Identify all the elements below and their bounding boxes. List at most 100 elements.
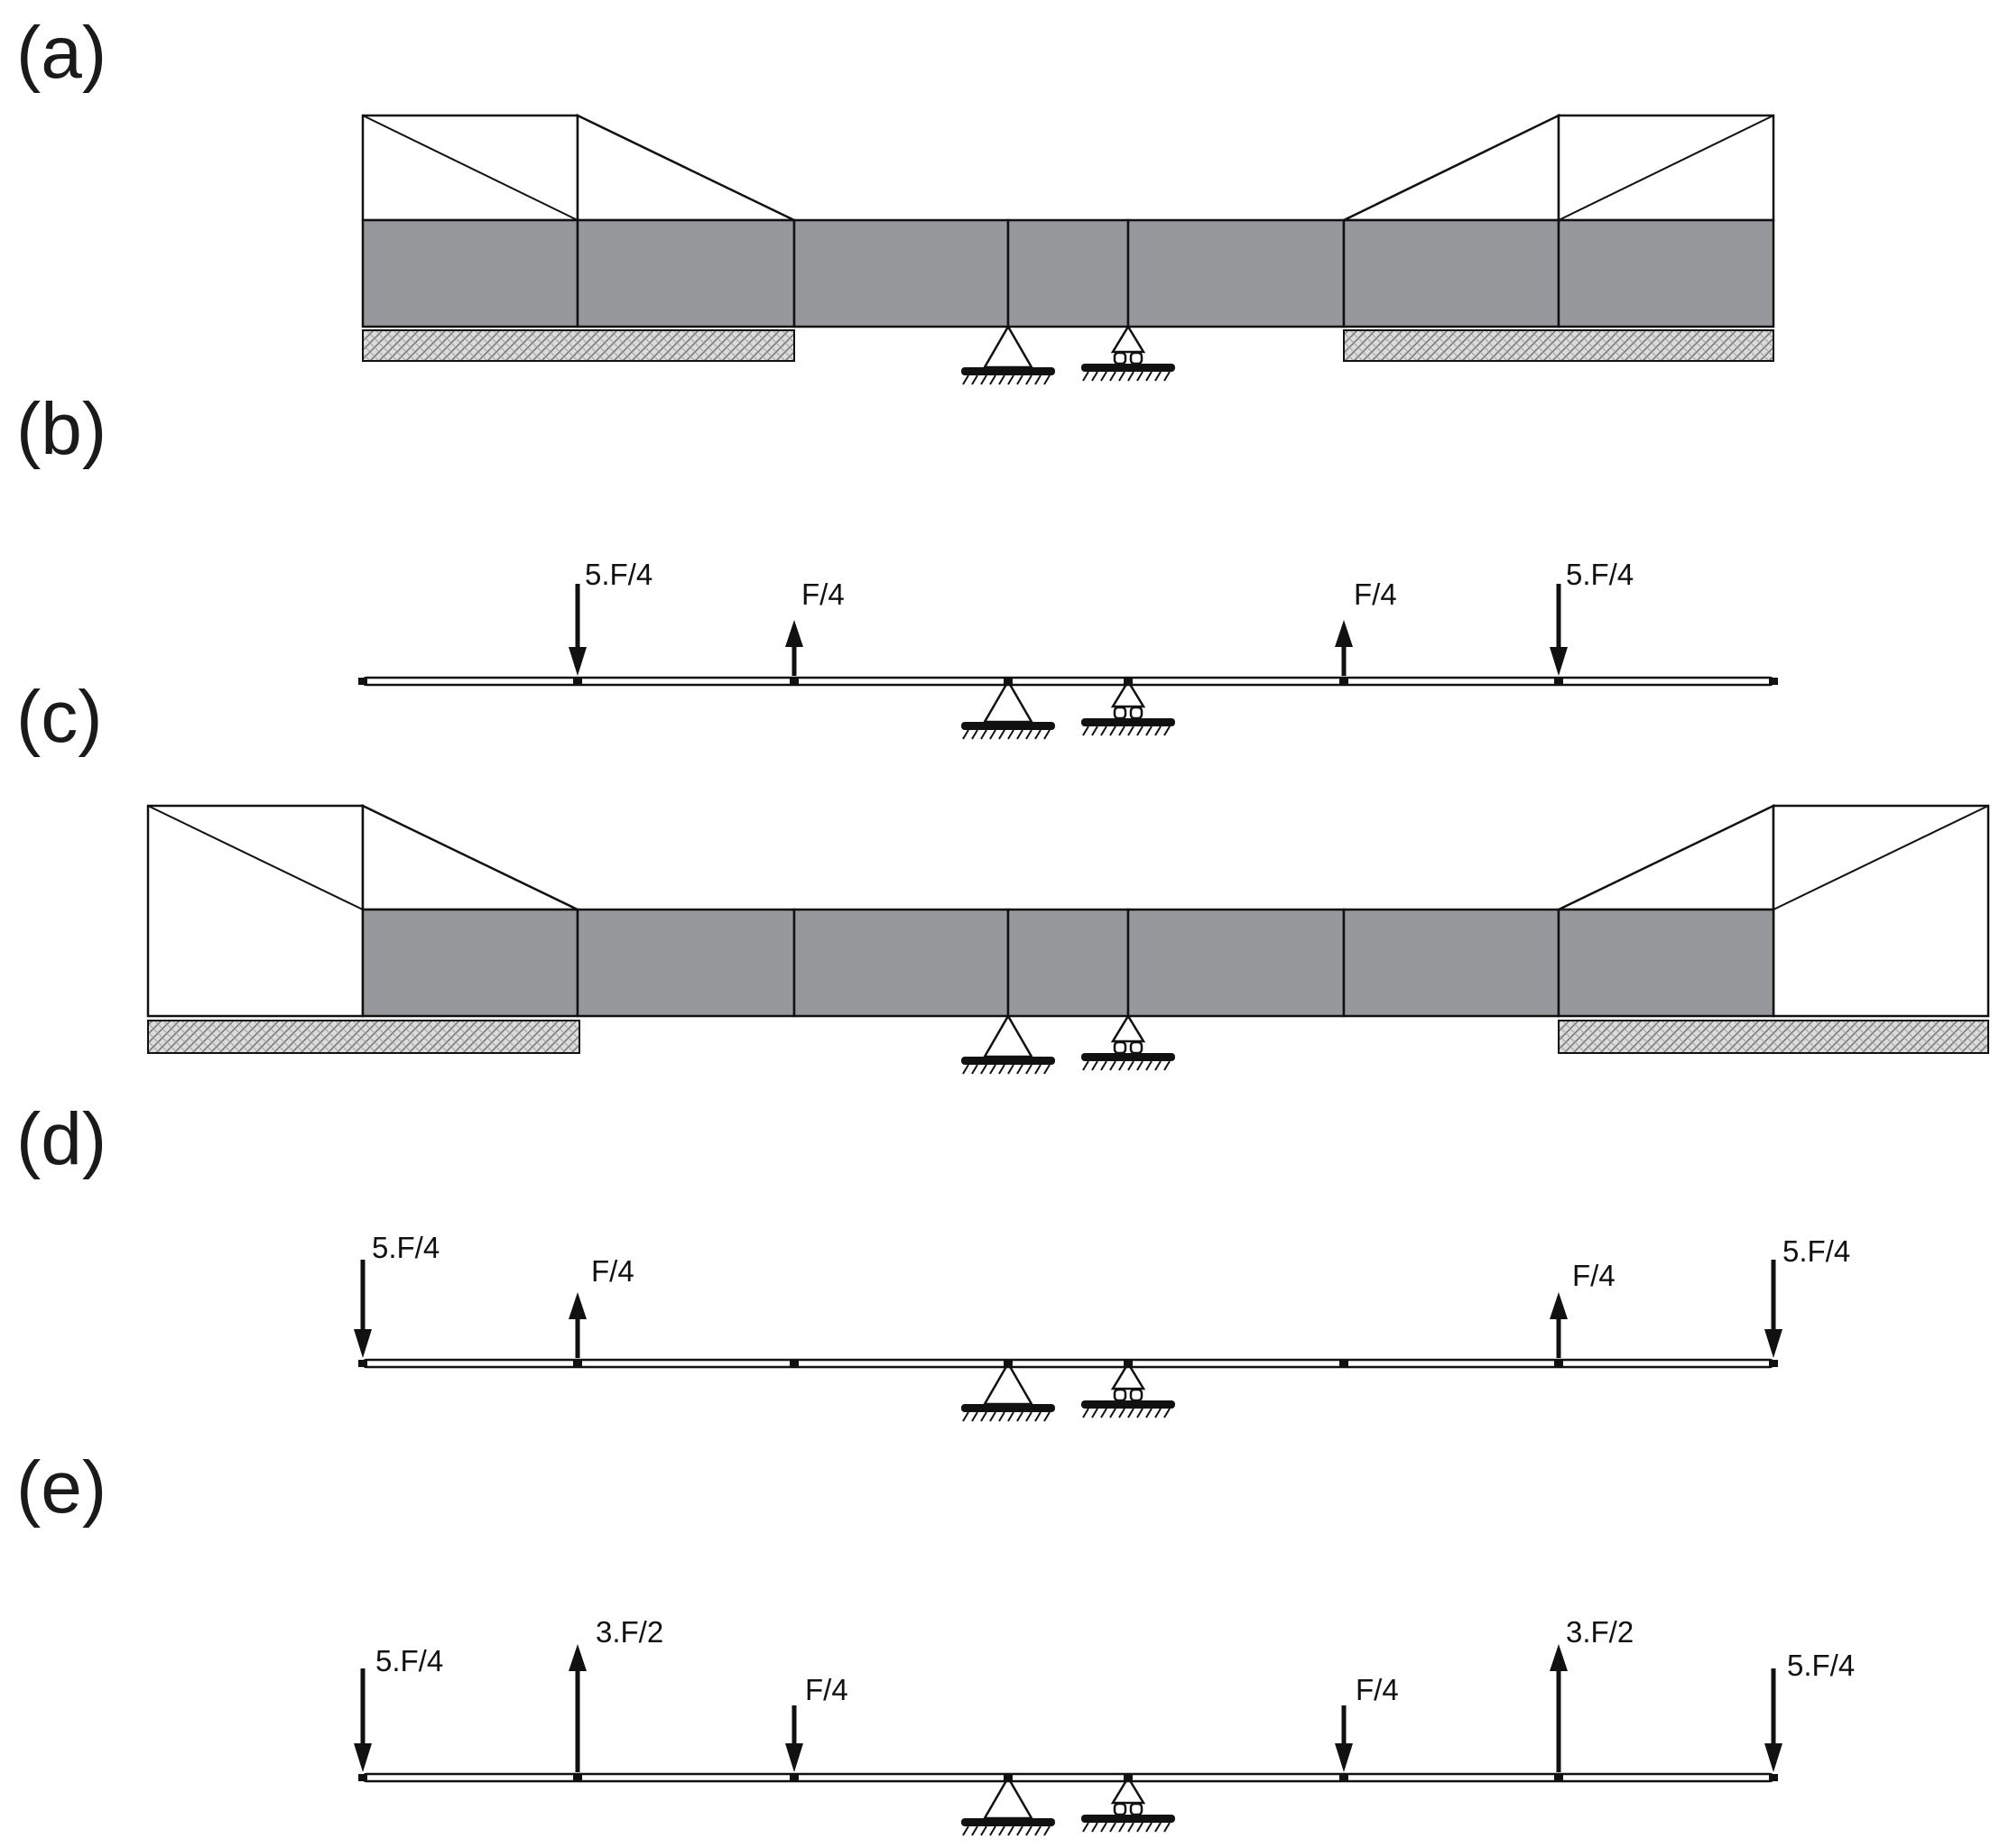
pin-support (961, 1775, 1055, 1836)
ground-hatch (1118, 1822, 1125, 1833)
ground-hatch (1025, 1064, 1032, 1075)
ground-bar (1081, 1053, 1175, 1061)
pin-triangle (982, 1361, 1034, 1406)
load-arrow: 5.F/4 (569, 558, 653, 676)
ground-hatch (1100, 1060, 1107, 1071)
ground-hatch (998, 1825, 1005, 1836)
ground-hatch (1136, 1408, 1143, 1418)
arrow-head-down (1764, 1329, 1782, 1358)
ground-hatch (1163, 1822, 1171, 1833)
load-label: F/4 (805, 1673, 848, 1706)
arrow-head-up (1550, 1644, 1568, 1671)
roller-triangle (1110, 1775, 1146, 1805)
roller-triangle (1110, 679, 1146, 708)
pin-support (961, 1013, 1055, 1075)
ground-hatch (1034, 1064, 1042, 1075)
ground-hatch (1091, 1408, 1098, 1418)
beam-segment (1557, 218, 1775, 328)
ground-hatch (1127, 371, 1134, 382)
ground-hatch (1145, 725, 1153, 736)
ground-bar (1081, 364, 1175, 372)
ground-hatch (1154, 725, 1162, 736)
beam-node (1339, 678, 1348, 685)
beam-node (1004, 1360, 1013, 1367)
beam-node (1554, 1360, 1563, 1367)
load-label: 5.F/4 (1566, 558, 1634, 591)
arrow-head-up (1335, 620, 1353, 647)
ground-hatch (1145, 1822, 1153, 1833)
ground-hatch (1145, 371, 1153, 382)
beam-node (1769, 678, 1778, 685)
ground-hatch (1091, 1060, 1098, 1071)
ground-hatch (1025, 374, 1032, 385)
wedge-a-left-2 (576, 114, 795, 222)
ground-bar (1081, 1815, 1175, 1823)
ground-hatch (1082, 1822, 1089, 1833)
beam-node (1554, 1774, 1563, 1781)
beam-node (1769, 1360, 1778, 1367)
beam-node (1124, 678, 1133, 685)
ground-hatch (1007, 729, 1014, 740)
ground-hatch (1043, 1411, 1051, 1422)
beam-node (573, 1774, 582, 1781)
panel-a-model (361, 114, 1775, 362)
ground-hatch (1118, 725, 1125, 736)
load-arrow: 5.F/4 (1550, 558, 1634, 676)
beam-node (1004, 678, 1013, 685)
panel-label-a: (a) (16, 12, 106, 94)
ground-hatch (1127, 1060, 1134, 1071)
panel-label-c: (c) (16, 676, 103, 758)
load-label: 5.F/4 (585, 558, 653, 591)
ground-hatch (998, 1064, 1005, 1075)
ground-hatch (962, 729, 969, 740)
simple-beam-d (358, 1358, 1778, 1369)
soil-block-right (1343, 329, 1774, 362)
ground-hatch (1127, 1408, 1134, 1418)
ground-hatch (1034, 1825, 1042, 1836)
ground-hatch (989, 374, 996, 385)
ground-bar (961, 1057, 1055, 1065)
load-label: 3.F/2 (596, 1615, 663, 1649)
ground-hatch (1127, 725, 1134, 736)
ground-hatch (1016, 374, 1023, 385)
roller-support (1081, 679, 1175, 736)
load-label: F/4 (801, 578, 845, 611)
ground-hatch (1109, 1060, 1116, 1071)
roller-wheel (1129, 1388, 1143, 1402)
pin-triangle (982, 324, 1034, 369)
load-label: F/4 (1356, 1673, 1399, 1706)
ground-hatch (1100, 1408, 1107, 1418)
ground-hatch (1043, 1064, 1051, 1075)
ground-hatch (1118, 1408, 1125, 1418)
roller-wheel (1129, 1040, 1143, 1055)
beam-segment (1126, 908, 1346, 1018)
panel-label-b: (b) (16, 388, 106, 470)
load-label: 3.F/2 (1566, 1615, 1634, 1649)
ground-hatch (998, 1411, 1005, 1422)
ground-hatch (989, 1825, 996, 1836)
roller-support (1081, 1013, 1175, 1071)
roller-wheel (1113, 706, 1127, 720)
ground-hatch (1091, 725, 1098, 736)
beam-node (1554, 678, 1563, 685)
load-label: 5.F/4 (372, 1231, 440, 1264)
ground-bar (961, 1818, 1055, 1826)
ground-hatch (1082, 1408, 1089, 1418)
simple-beam-b (358, 676, 1778, 687)
ground-bar (961, 722, 1055, 730)
load-label: 5.F/4 (1787, 1649, 1855, 1682)
ground-hatch (962, 1825, 969, 1836)
roller-wheel (1113, 1388, 1127, 1402)
ground-hatch (1109, 725, 1116, 736)
ground-hatch (1136, 1060, 1143, 1071)
load-arrow: 3.F/2 (1550, 1615, 1634, 1772)
load-arrow: F/4 (1335, 578, 1397, 676)
ground-hatch (971, 1064, 978, 1075)
beam-node (573, 678, 582, 685)
roller-wheel (1113, 1802, 1127, 1816)
beam-segment (576, 908, 796, 1018)
panel-label-e: (e) (16, 1446, 106, 1529)
load-arrow: F/4 (1550, 1259, 1616, 1358)
wedge-c-left-inner (361, 804, 579, 911)
ground-hatch (1163, 371, 1171, 382)
